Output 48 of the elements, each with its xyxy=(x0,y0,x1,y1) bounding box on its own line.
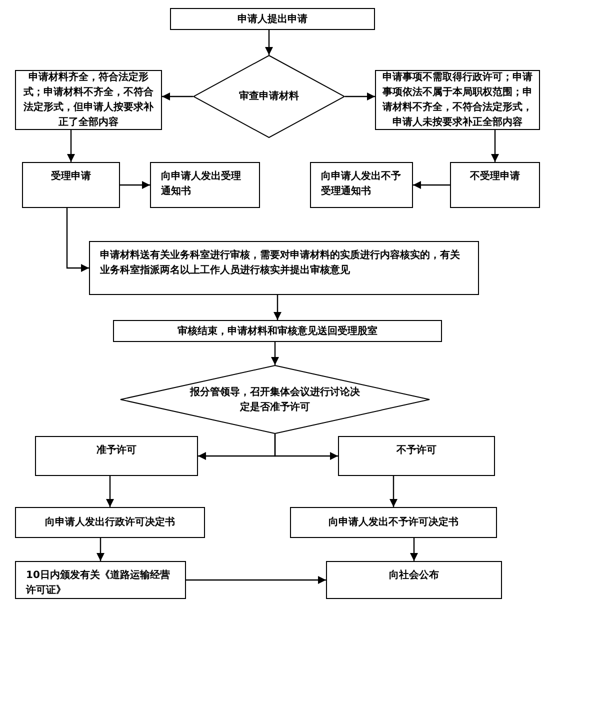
arrow xyxy=(274,434,338,460)
arrow xyxy=(274,295,282,320)
node-text: 向申请人发出受理通知书 xyxy=(161,170,242,199)
arrow xyxy=(96,538,104,561)
process-box xyxy=(310,162,413,208)
node-text: 报分管领导，召开集体会议进行讨论决定是否准予许可 xyxy=(190,386,360,414)
process-box xyxy=(450,162,540,208)
decision-diamond xyxy=(120,365,430,434)
decision-diamond xyxy=(193,55,345,138)
arrow xyxy=(66,208,89,272)
node-text: 不受理申请 xyxy=(470,170,520,184)
arrow xyxy=(265,30,273,55)
node-text: 向申请人发出不予许可决定书 xyxy=(328,515,458,530)
arrow xyxy=(162,92,193,100)
process-box xyxy=(326,561,502,599)
process-box xyxy=(113,320,442,342)
node-text: 准予许可 xyxy=(96,444,136,458)
process-box xyxy=(15,507,205,538)
arrow xyxy=(491,130,499,162)
node-text: 向社会公布 xyxy=(389,568,439,583)
arrow xyxy=(186,576,326,584)
arrow xyxy=(390,476,398,507)
process-box xyxy=(35,436,198,476)
node-text: 受理申请 xyxy=(51,170,91,184)
arrow xyxy=(106,476,114,507)
process-box xyxy=(170,8,375,30)
process-box xyxy=(89,241,479,295)
node-text: 申请事项不需取得行政许可；申请事项依法不属于本局职权范围；申请材料不齐全，不符合法定形式，申请人未按要求补正全部内容 xyxy=(382,70,533,130)
node-text: 不予许可 xyxy=(396,444,436,458)
node-text: 审核结束，申请材料和审核意见送回受理股室 xyxy=(178,324,378,338)
process-box xyxy=(22,162,120,208)
process-box xyxy=(15,561,186,599)
node-text: 申请材料送有关业务科室进行审核，需要对申请材料的实质进行内容核实的，有关业务科室指派两名以上工作人员进行核实并提出审核意见 xyxy=(100,248,461,278)
process-box xyxy=(290,507,497,538)
process-box xyxy=(150,162,260,208)
node-text: 向申请人发出不予受理通知书 xyxy=(321,170,402,199)
node-text: 向申请人发出行政许可决定书 xyxy=(45,515,175,530)
arrow xyxy=(120,181,150,189)
arrow xyxy=(67,130,75,162)
node-text: 10日内颁发有关《道路运输经营许可证》 xyxy=(26,568,171,598)
node-text: 审查申请材料 xyxy=(239,89,299,104)
arrow xyxy=(271,342,279,365)
arrow xyxy=(410,538,418,561)
node-text: 申请材料齐全，符合法定形式；申请材料不齐全，不符合法定形式，但申请人按要求补正了全部内容 xyxy=(22,70,154,130)
node-text: 申请人提出申请 xyxy=(238,12,308,26)
arrow xyxy=(345,92,375,100)
process-box xyxy=(338,436,495,476)
arrow xyxy=(413,181,450,189)
